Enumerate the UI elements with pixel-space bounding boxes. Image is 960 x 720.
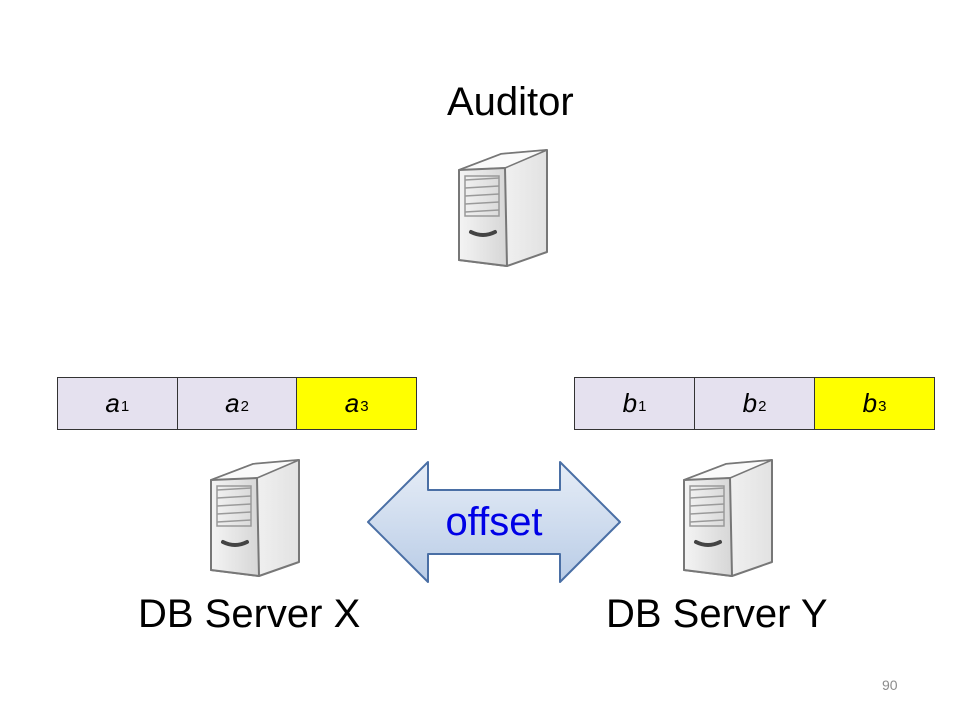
- offset-label: offset: [445, 500, 543, 544]
- offset-double-arrow: [367, 461, 621, 583]
- server-y-icon: [683, 459, 773, 577]
- server-x-icon: [210, 459, 300, 577]
- auditor-title: Auditor: [447, 80, 574, 124]
- server-x-title: DB Server X: [138, 592, 361, 636]
- page-number: 90: [882, 677, 898, 693]
- auditor-server-icon: [458, 149, 548, 267]
- server-y-title: DB Server Y: [606, 592, 828, 636]
